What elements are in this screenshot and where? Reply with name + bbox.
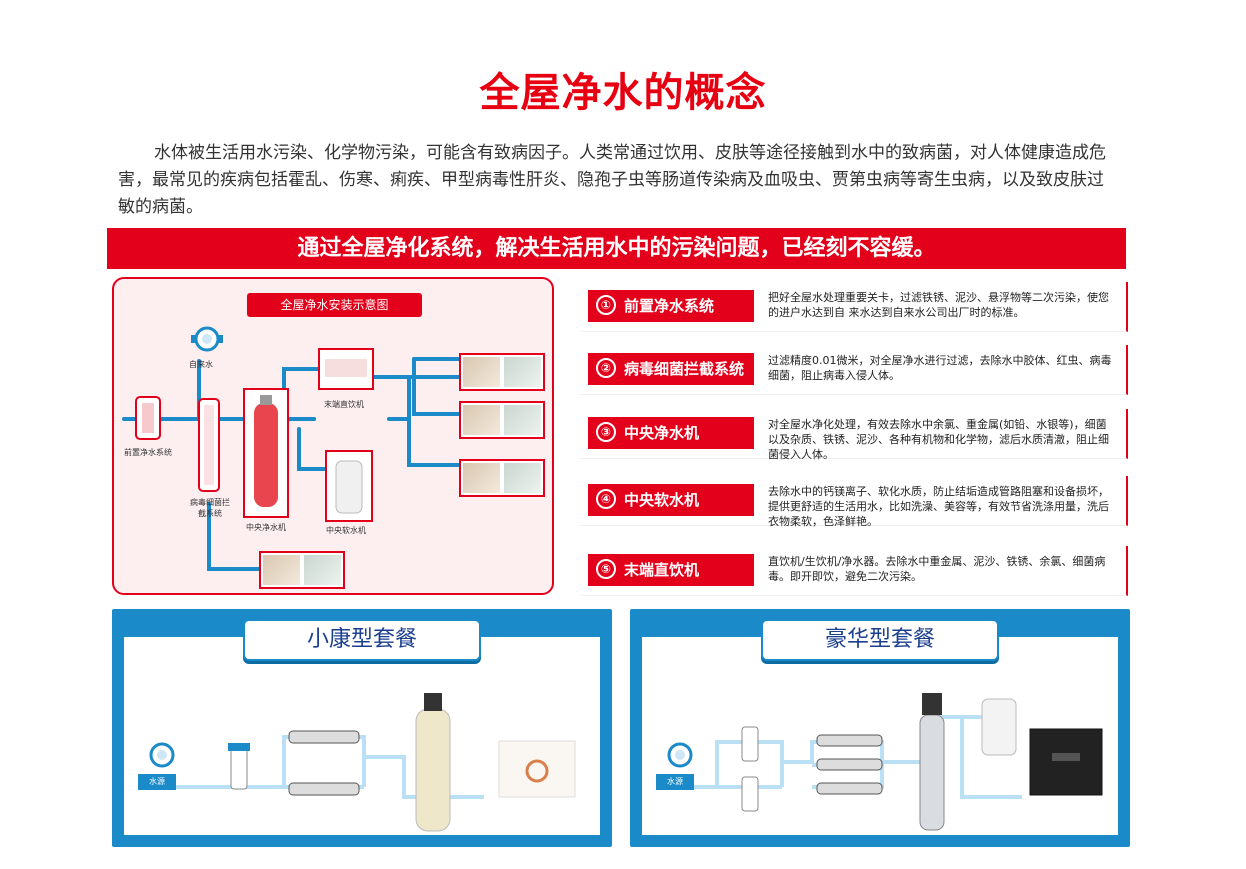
step-1-text: 把好全屋水处理重要关卡，过滤铁锈、泥沙、悬浮物等二次污染，使您的进户水达到自 来… (768, 291, 1109, 319)
photo-kitchen (459, 353, 545, 391)
drinker-panel-icon (1029, 728, 1103, 796)
package-premium-meter-label: 水源 (656, 774, 694, 790)
label-uv: 病毒细菌拦截系统 (190, 498, 230, 518)
diagram-title: 全屋净水安装示意图 (247, 293, 422, 317)
package-basic-diagram (149, 693, 576, 832)
label-drinker: 末端直饮机 (324, 400, 364, 409)
pipe-network (122, 326, 461, 571)
package-premium: 水源 豪华型套餐 (630, 609, 1130, 847)
central-purifier-icon (243, 388, 289, 518)
page-title: 全屋净水的概念 (479, 70, 767, 116)
banner: 通过全屋净化系统，解决生活用水中的污染问题，已经刻不容缓。 (107, 228, 1126, 269)
step-3-text: 对全屋水净化处理，有效去除水中余氯、重金属(如铅、水银等)，细菌以及杂质、铁锈、… (768, 418, 1109, 461)
water-meter-icon (191, 326, 223, 352)
filter-tank-icon (415, 693, 451, 832)
photo-bathroom (259, 551, 345, 589)
water-meter-icon (667, 742, 693, 768)
package-premium-title: 豪华型套餐 (761, 619, 999, 661)
package-basic-title: 小康型套餐 (243, 619, 481, 661)
intro-paragraph: 水体被生活用水污染、化学物污染，可能含有致病因子。人类常通过饮用、皮肤等途径接触… (118, 143, 1106, 217)
uf-membrane-icon (288, 730, 360, 796)
label-central: 中央净水机 (246, 523, 286, 532)
photo-washing (459, 401, 545, 439)
prefilter-icon (135, 396, 161, 440)
photo-laundry (459, 459, 545, 497)
uv-sterilizer-icon (198, 398, 220, 492)
step-2-text: 过滤精度0.01微米，对全屋净水进行过滤，去除水中胶体、红虫、病毒细菌，阻止病毒… (768, 354, 1112, 382)
package-basic: 水源 小康型套餐 (112, 609, 612, 847)
label-meter: 自来水 (189, 360, 213, 369)
uf-membrane-icon (816, 734, 883, 795)
drinker-unit-icon (318, 348, 374, 390)
installation-diagram: 全屋净水安装示意图 自来水 前置净水系统 病毒细菌拦截系统 中央净水机 中央软水… (112, 277, 554, 595)
drinker-panel-icon (498, 740, 576, 798)
water-meter-icon (149, 742, 175, 768)
prefilter-icon (741, 726, 759, 812)
step-4-text: 去除水中的钙镁离子、软化水质，防止结垢造成管路阻塞和设备损坏，提供更舒适的生活用… (768, 485, 1109, 528)
label-softener: 中央软水机 (326, 526, 366, 535)
filter-tank-icon (919, 693, 945, 831)
softener-icon (325, 450, 373, 522)
prefilter-icon (228, 743, 250, 790)
softener-icon (981, 698, 1017, 756)
package-premium-diagram (667, 693, 1103, 831)
step-5-text: 直饮机/生饮机/净水器。去除水中重金属、泥沙、铁锈、余氯、细菌病毒。即开即饮，避… (768, 555, 1106, 583)
package-basic-meter-label: 水源 (138, 774, 176, 790)
label-prefilter: 前置净水系统 (124, 448, 172, 457)
